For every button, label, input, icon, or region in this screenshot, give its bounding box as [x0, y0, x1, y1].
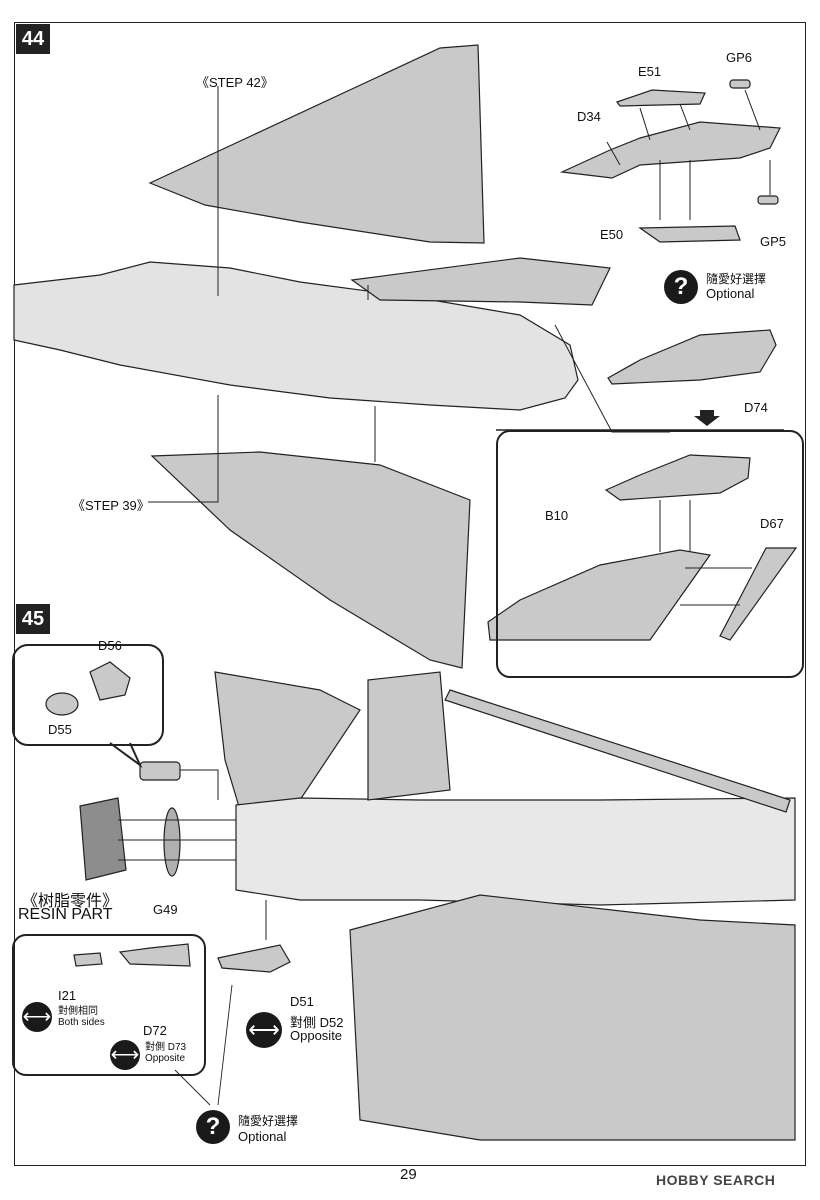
- label-d67: D67: [760, 516, 784, 531]
- part-gp5: [757, 195, 779, 205]
- tail-fin: [214, 671, 361, 811]
- label-d56: D56: [98, 638, 122, 653]
- part-i21: [73, 952, 103, 967]
- resin-nozzle: [79, 797, 127, 881]
- label-i21: I21: [58, 988, 77, 1003]
- down-arrow-icon: [694, 410, 720, 426]
- swap-icon-opposite-d73: ⟷: [110, 1040, 140, 1070]
- part-d55: [45, 692, 79, 716]
- detail-bubble-d55: [12, 644, 164, 746]
- resin-part-label-en: RESIN PART: [18, 906, 113, 923]
- detail-box-i21-d72: [12, 934, 206, 1076]
- label-d72: D72: [143, 1023, 167, 1038]
- opposite-d52-en: Opposite: [290, 1028, 343, 1043]
- optional-label-cn-44: 隨愛好選擇: [706, 272, 767, 286]
- ref-step-39: 《STEP 39》: [72, 498, 150, 513]
- part-d56: [89, 661, 131, 701]
- wing-step45: [349, 894, 796, 1141]
- optional-label-en-45: Optional: [238, 1129, 287, 1144]
- step-44-badge: 44: [16, 24, 50, 54]
- opposite-d73-cn: 對側 D73: [145, 1042, 187, 1053]
- step-45-badge: 45: [16, 604, 50, 634]
- optional-question-icon: ?: [664, 270, 698, 304]
- label-b10: B10: [545, 508, 569, 523]
- vertical-stab: [367, 671, 451, 801]
- part-gp6: [729, 79, 751, 89]
- label-g49: G49: [153, 902, 178, 917]
- part-exhaust-small: [139, 761, 181, 781]
- long-strip: [444, 689, 791, 813]
- part-e50: [638, 225, 741, 243]
- optional-question-icon-45: ?: [196, 1110, 230, 1144]
- detail-box-b10: [496, 430, 804, 678]
- part-d34-assembly: [559, 121, 781, 179]
- label-d74: D74: [744, 400, 768, 415]
- ref-step-42: 《STEP 42》: [196, 75, 274, 90]
- label-gp5: GP5: [760, 234, 787, 249]
- label-d34: D34: [577, 109, 601, 124]
- part-b10-top: [604, 454, 751, 501]
- page-frame: [14, 22, 806, 1166]
- lower-wing: [150, 451, 471, 669]
- optional-label-en-44: Optional: [706, 286, 755, 301]
- step44-mid-panel: [350, 257, 611, 306]
- same-label-cn: 對側相同: [58, 1006, 98, 1017]
- watermark: HOBBY SEARCH: [656, 1172, 776, 1188]
- swap-icon-opposite-d52: ⟷: [246, 1012, 282, 1048]
- resin-part-label-cn: 《树脂零件》: [22, 893, 119, 910]
- opposite-d52-cn: 對側 D52: [290, 1015, 344, 1030]
- part-e51: [616, 89, 706, 107]
- label-d51: D51: [290, 994, 314, 1009]
- label-e50: E50: [600, 227, 624, 242]
- swap-icon-both-sides: ⟷: [22, 1002, 52, 1032]
- optional-label-cn-45: 隨愛好選擇: [238, 1114, 299, 1128]
- label-e51: E51: [638, 64, 662, 79]
- same-label-en: Both sides: [58, 1017, 105, 1028]
- part-d67: [719, 547, 798, 641]
- label-d55: D55: [48, 722, 72, 737]
- fuselage-step45: [235, 797, 796, 906]
- label-gp6: GP6: [726, 50, 753, 65]
- upper-wing: [148, 44, 485, 244]
- opposite-d73-en: Opposite: [145, 1053, 186, 1064]
- part-d51: [217, 944, 291, 973]
- part-d74-assembly: [607, 329, 777, 385]
- part-g49: [163, 807, 181, 877]
- speech-bubble-tail: [109, 742, 143, 769]
- part-b10: [487, 549, 712, 641]
- page-number: 29: [400, 1166, 417, 1183]
- part-d72: [118, 943, 191, 967]
- fuselage-step44: [13, 261, 579, 411]
